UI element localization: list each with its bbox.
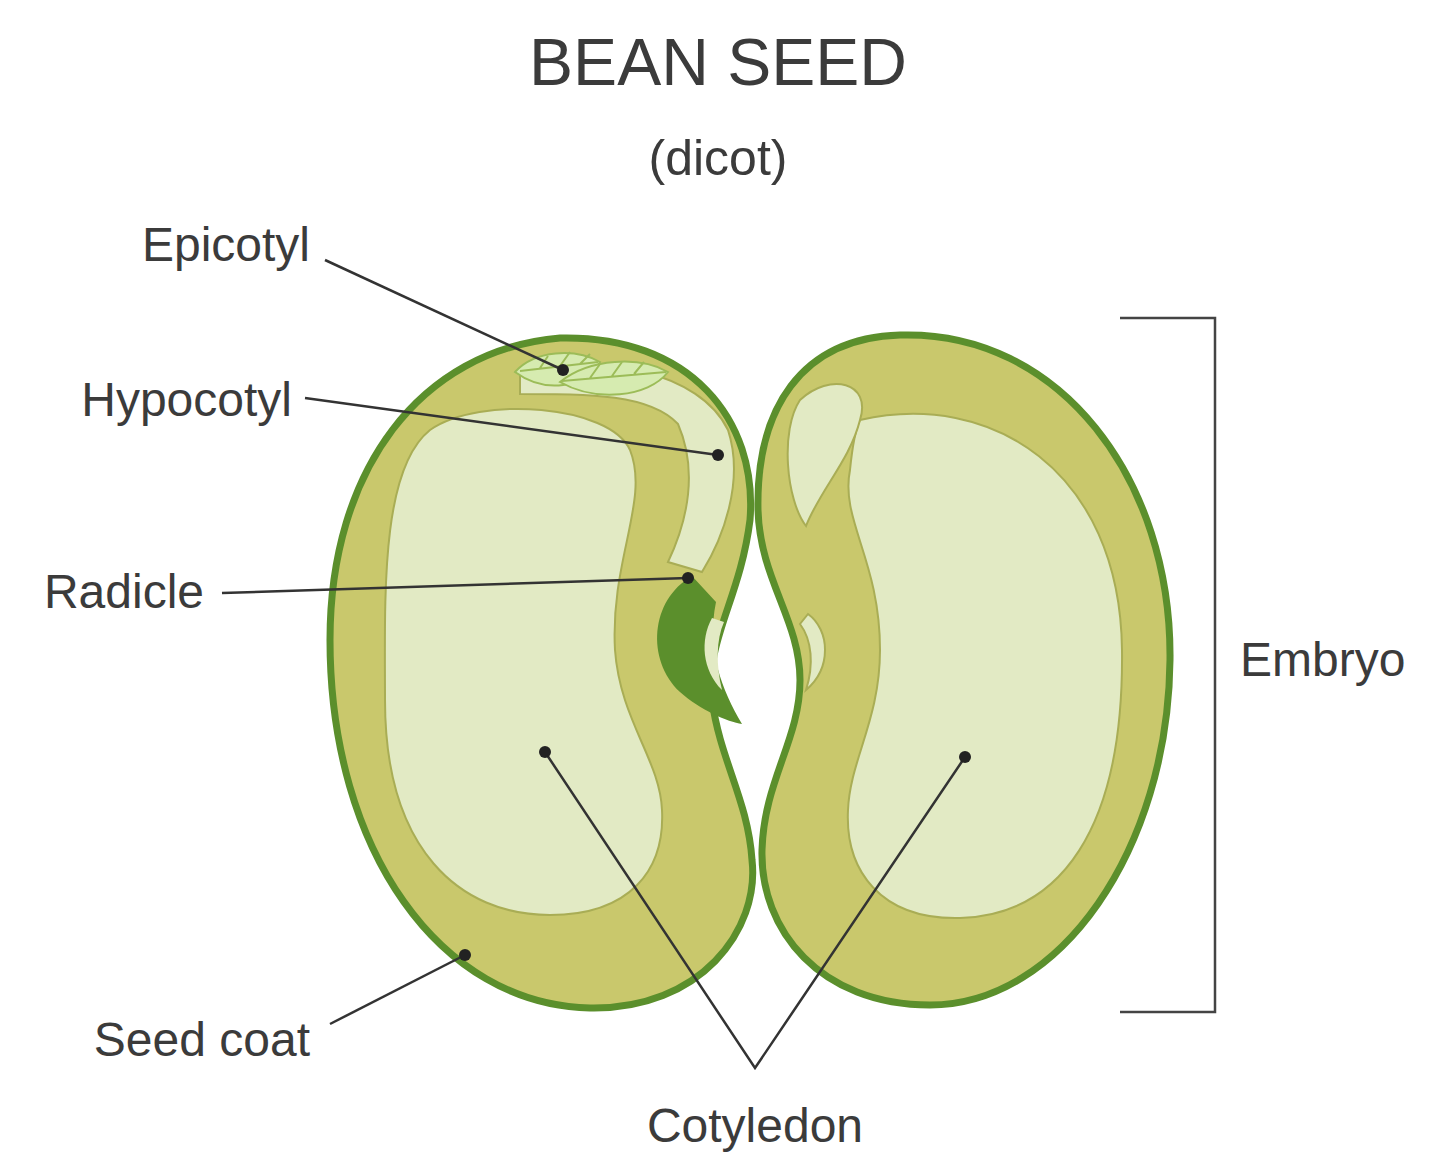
cotyledon-right <box>848 414 1122 918</box>
leader-lines <box>222 260 965 1068</box>
diagram-title: BEAN SEED <box>529 26 907 99</box>
radicle-notch-right <box>800 614 825 690</box>
seed-half-left <box>330 338 753 1008</box>
hypocotyl-axis <box>520 364 734 572</box>
part-label: Embryo <box>1240 634 1405 687</box>
part-label: Hypocotyl <box>81 374 292 427</box>
embryo-bracket <box>1120 318 1215 1012</box>
part-label: Cotyledon <box>647 1100 863 1153</box>
cotyledon-left <box>385 409 662 915</box>
leader-dots <box>459 364 971 961</box>
part-label: Epicotyl <box>142 219 310 272</box>
part-label: Radicle <box>44 566 204 619</box>
seed-half-right <box>758 335 1170 1005</box>
embryo-pocket-right <box>788 384 862 526</box>
part-label: Seed coat <box>94 1014 310 1067</box>
subtitle-label: (dicot) <box>649 131 788 186</box>
radicle-tip <box>657 576 742 724</box>
radicle-notch-left <box>705 618 724 690</box>
